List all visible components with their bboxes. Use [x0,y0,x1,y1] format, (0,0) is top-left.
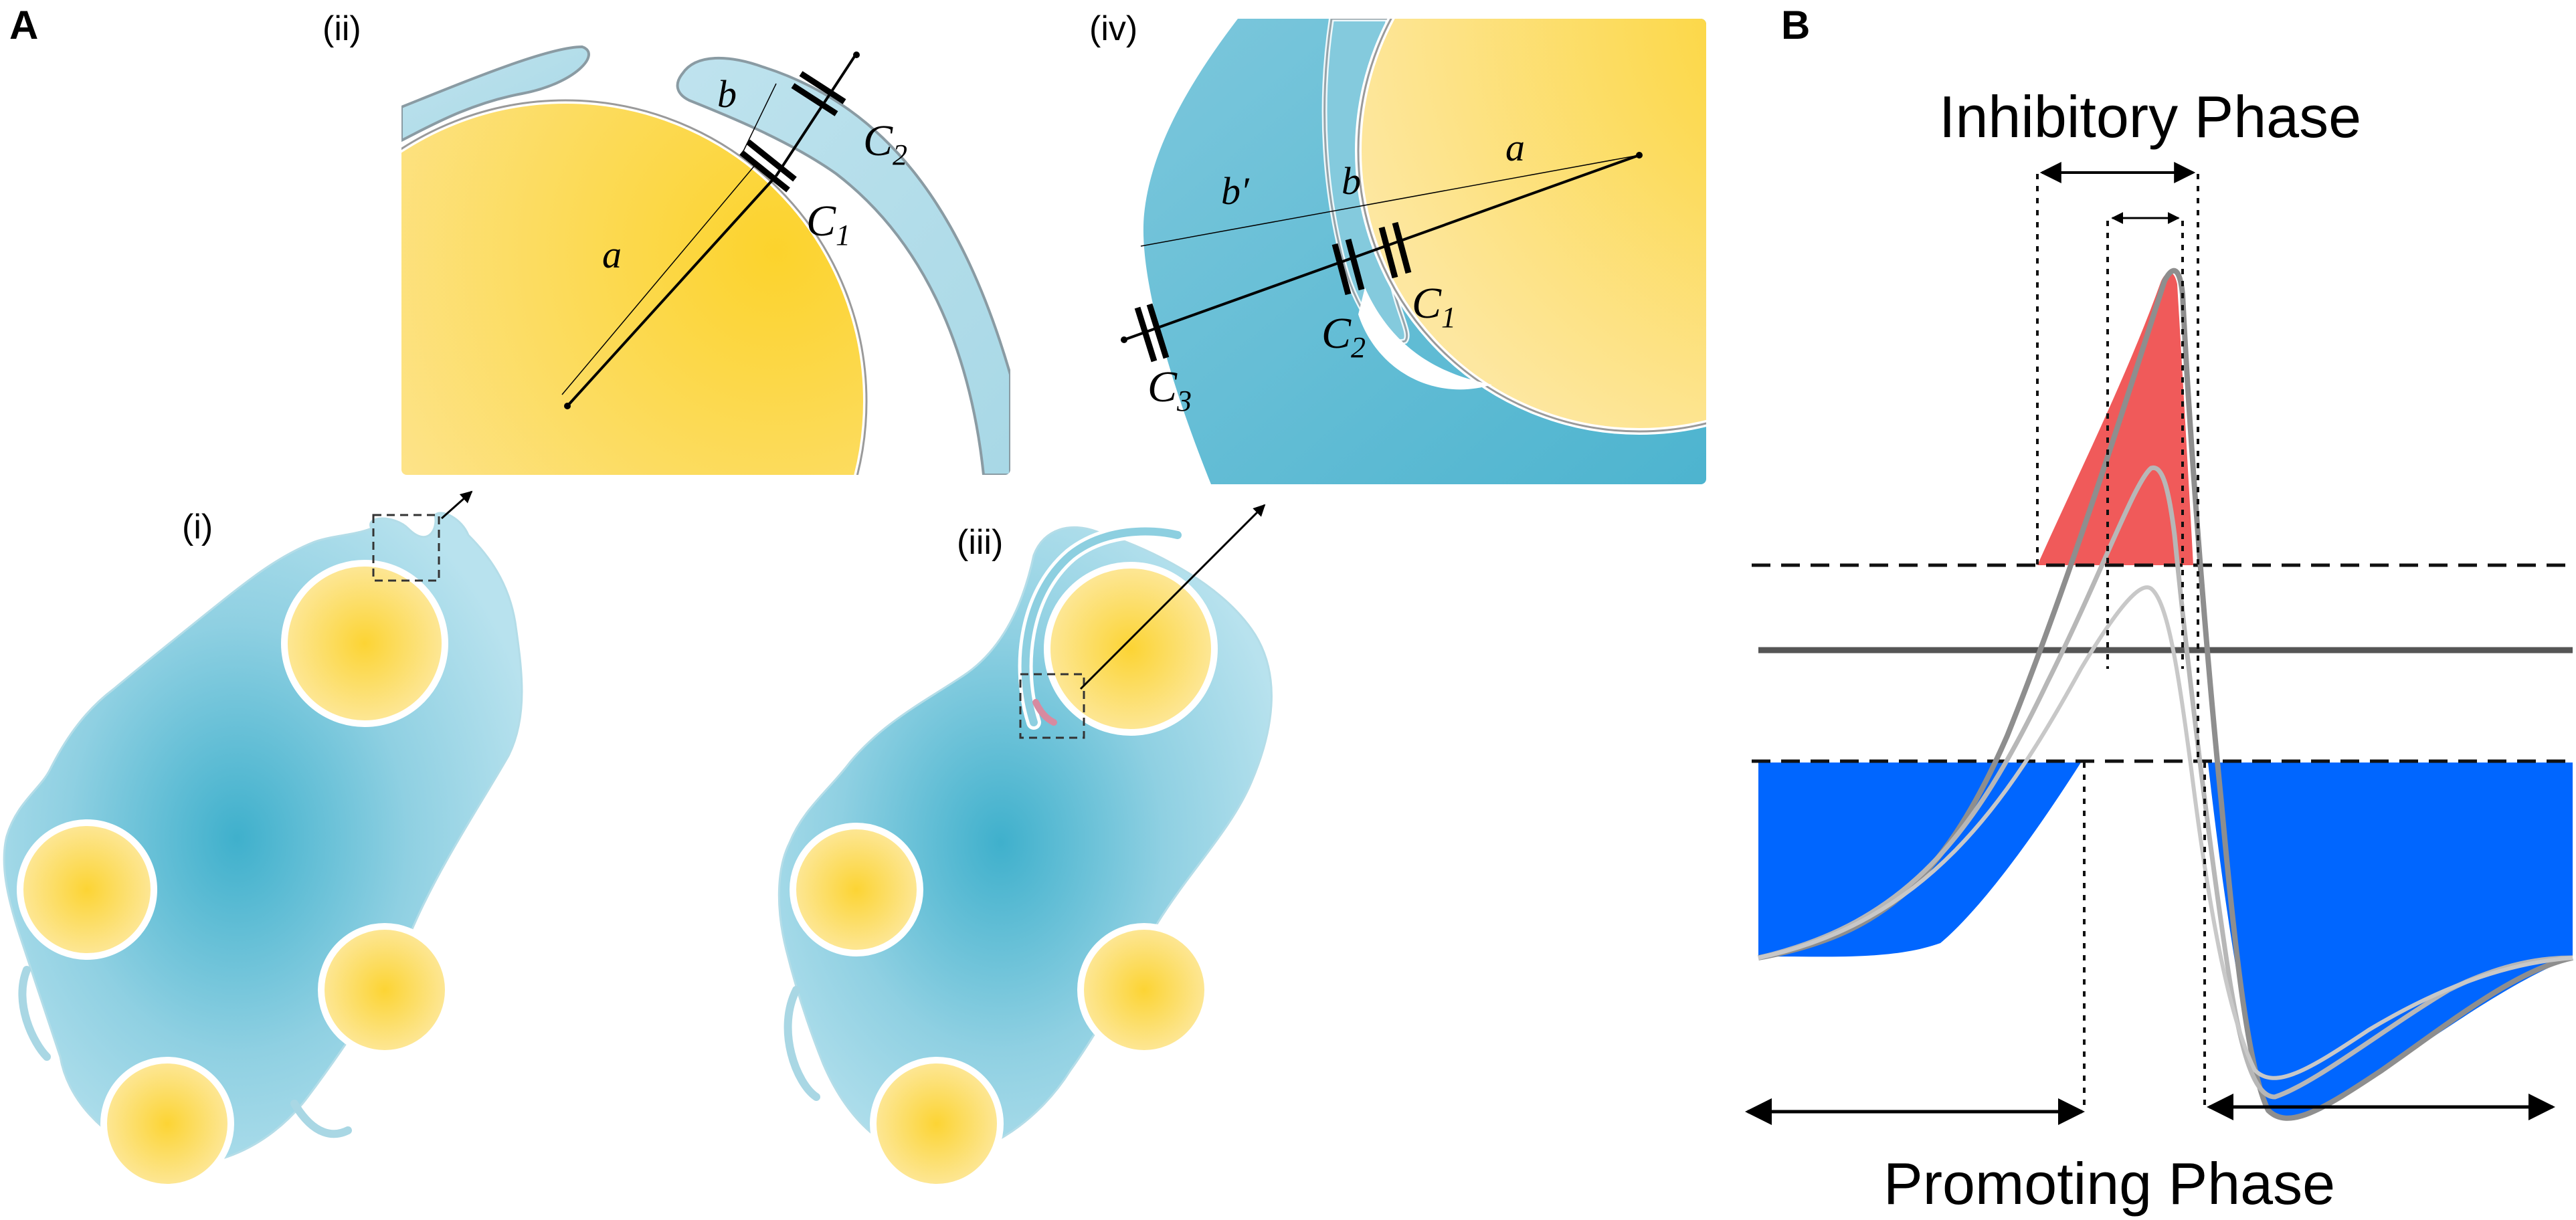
label-ii: (ii) [323,9,361,48]
line-b [742,83,777,153]
nucleus [17,819,157,960]
iv-bprime: b′ [1221,169,1250,213]
ii-c1: C1 [806,197,850,251]
nucleus [870,1057,1004,1191]
ii-a: a [602,233,622,276]
trace-medium [1758,465,2573,1100]
inhibitory-phase-label: Inhibitory Phase [1939,84,2361,150]
zoom-box-i [372,514,440,582]
nucleus [318,923,452,1057]
line-a [561,163,757,395]
capacitor-c3 [1134,306,1158,363]
nucleus [281,560,448,727]
line-ac [566,175,777,407]
inhibitory-region [2037,272,2193,565]
panel-b-letter: B [1781,3,1810,47]
zoom-box-iii [1019,673,1085,739]
capacitor-c1 [739,150,790,193]
nucleus [1044,562,1218,736]
iv-c3: C3 [1147,363,1192,417]
zoom-iv [1141,19,1706,484]
label-iii: (iii) [957,523,1003,562]
capacitor-c2-iv [1331,243,1352,296]
cell-i [3,512,523,1191]
nucleus [100,1057,234,1191]
promoting-region-right [2208,762,2573,1120]
zoom-arrow-i [441,490,473,520]
cell-iii [777,524,1273,1191]
iv-c2: C2 [1321,309,1366,364]
ii-c2: C2 [863,116,907,171]
zoom-arrow-iii [1079,504,1266,690]
iv-line-thin [1140,155,1640,247]
iv-c1: C1 [1412,279,1456,334]
ii-b: b [717,72,737,116]
trace-small [1758,585,2573,1080]
promoting-phase-label: Promoting Phase [1883,1150,2335,1217]
capacitor-c1-iv [1378,226,1398,279]
zoom-ii [401,19,1010,475]
iv-line-thick [1123,154,1640,341]
phase-plot [1745,162,2573,1125]
promoting-region-left [1758,762,2081,957]
nucleus [790,823,923,956]
label-iv: (iv) [1089,9,1137,48]
label-i: (i) [182,508,213,546]
nucleus [1077,923,1211,1057]
iv-b: b [1342,159,1361,203]
iv-a: a [1505,126,1525,169]
panel-a-letter: A [9,3,38,47]
capacitor-c2 [791,83,838,116]
